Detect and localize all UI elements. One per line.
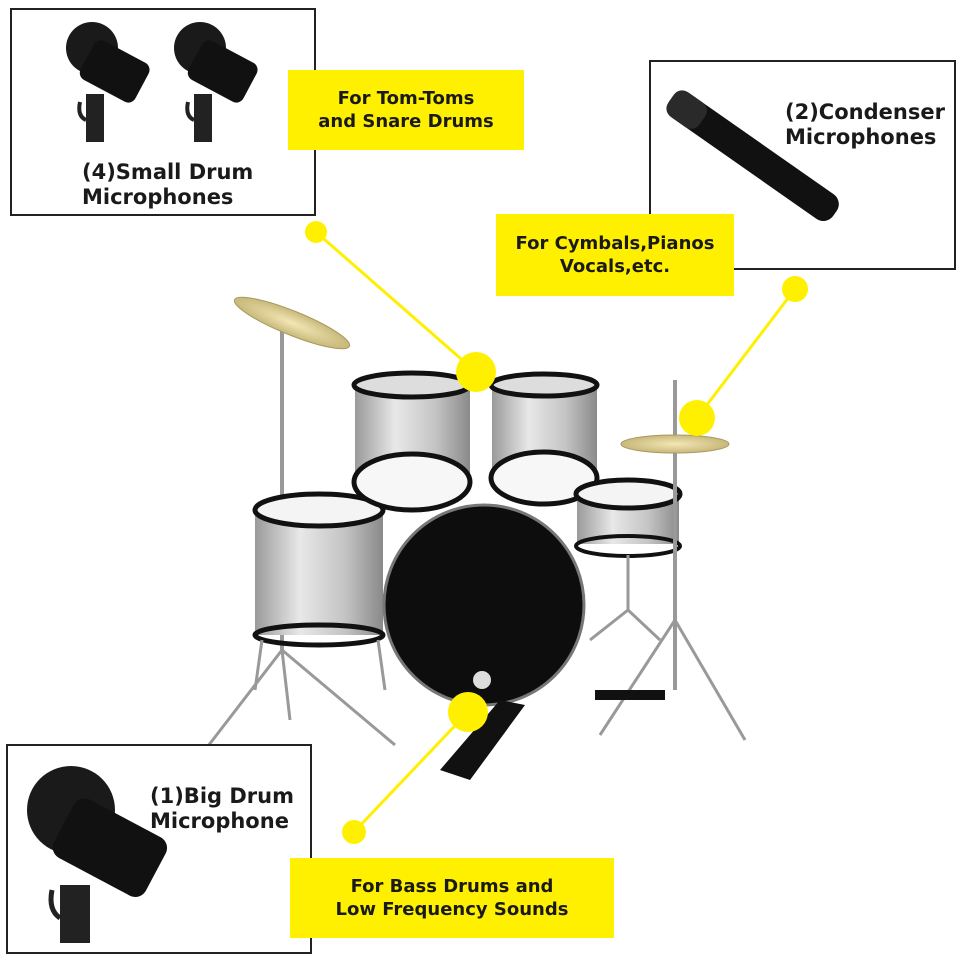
big-drum-mic-label: (1)Big Drum Microphone — [150, 784, 294, 833]
tom-toms-tag: For Tom-Toms and Snare Drums — [288, 70, 524, 150]
rack-tom-right — [488, 371, 600, 507]
microphone-icon — [666, 90, 839, 222]
connector-bass-drum — [342, 692, 488, 844]
bass-drums-tag: For Bass Drums and Low Frequency Sounds — [290, 858, 614, 938]
connector-tom-toms — [305, 221, 496, 392]
connector-cymbals — [679, 276, 808, 436]
cymbals-tag: For Cymbals,Pianos Vocals,etc. — [496, 214, 734, 296]
microphone-icon — [174, 22, 258, 142]
microphone-icon — [66, 22, 150, 142]
hi-hat — [595, 380, 747, 741]
small-drum-mic-images — [66, 22, 258, 142]
floor-tom — [252, 491, 387, 691]
small-drum-mics-label: (4)Small Drum Microphones — [82, 160, 254, 209]
small-drum-mics-box: (4)Small Drum Microphones — [10, 8, 316, 216]
bass-drum — [382, 503, 586, 780]
big-drum-mic-box: (1)Big Drum Microphone — [6, 744, 312, 954]
microphone-icon — [27, 766, 168, 943]
rack-tom-left — [351, 370, 473, 513]
condenser-mics-label: (2)Condenser Microphones — [785, 100, 945, 149]
snare-drum — [573, 477, 683, 642]
condenser-mic-image — [666, 90, 839, 222]
big-drum-mic-image — [27, 766, 168, 943]
